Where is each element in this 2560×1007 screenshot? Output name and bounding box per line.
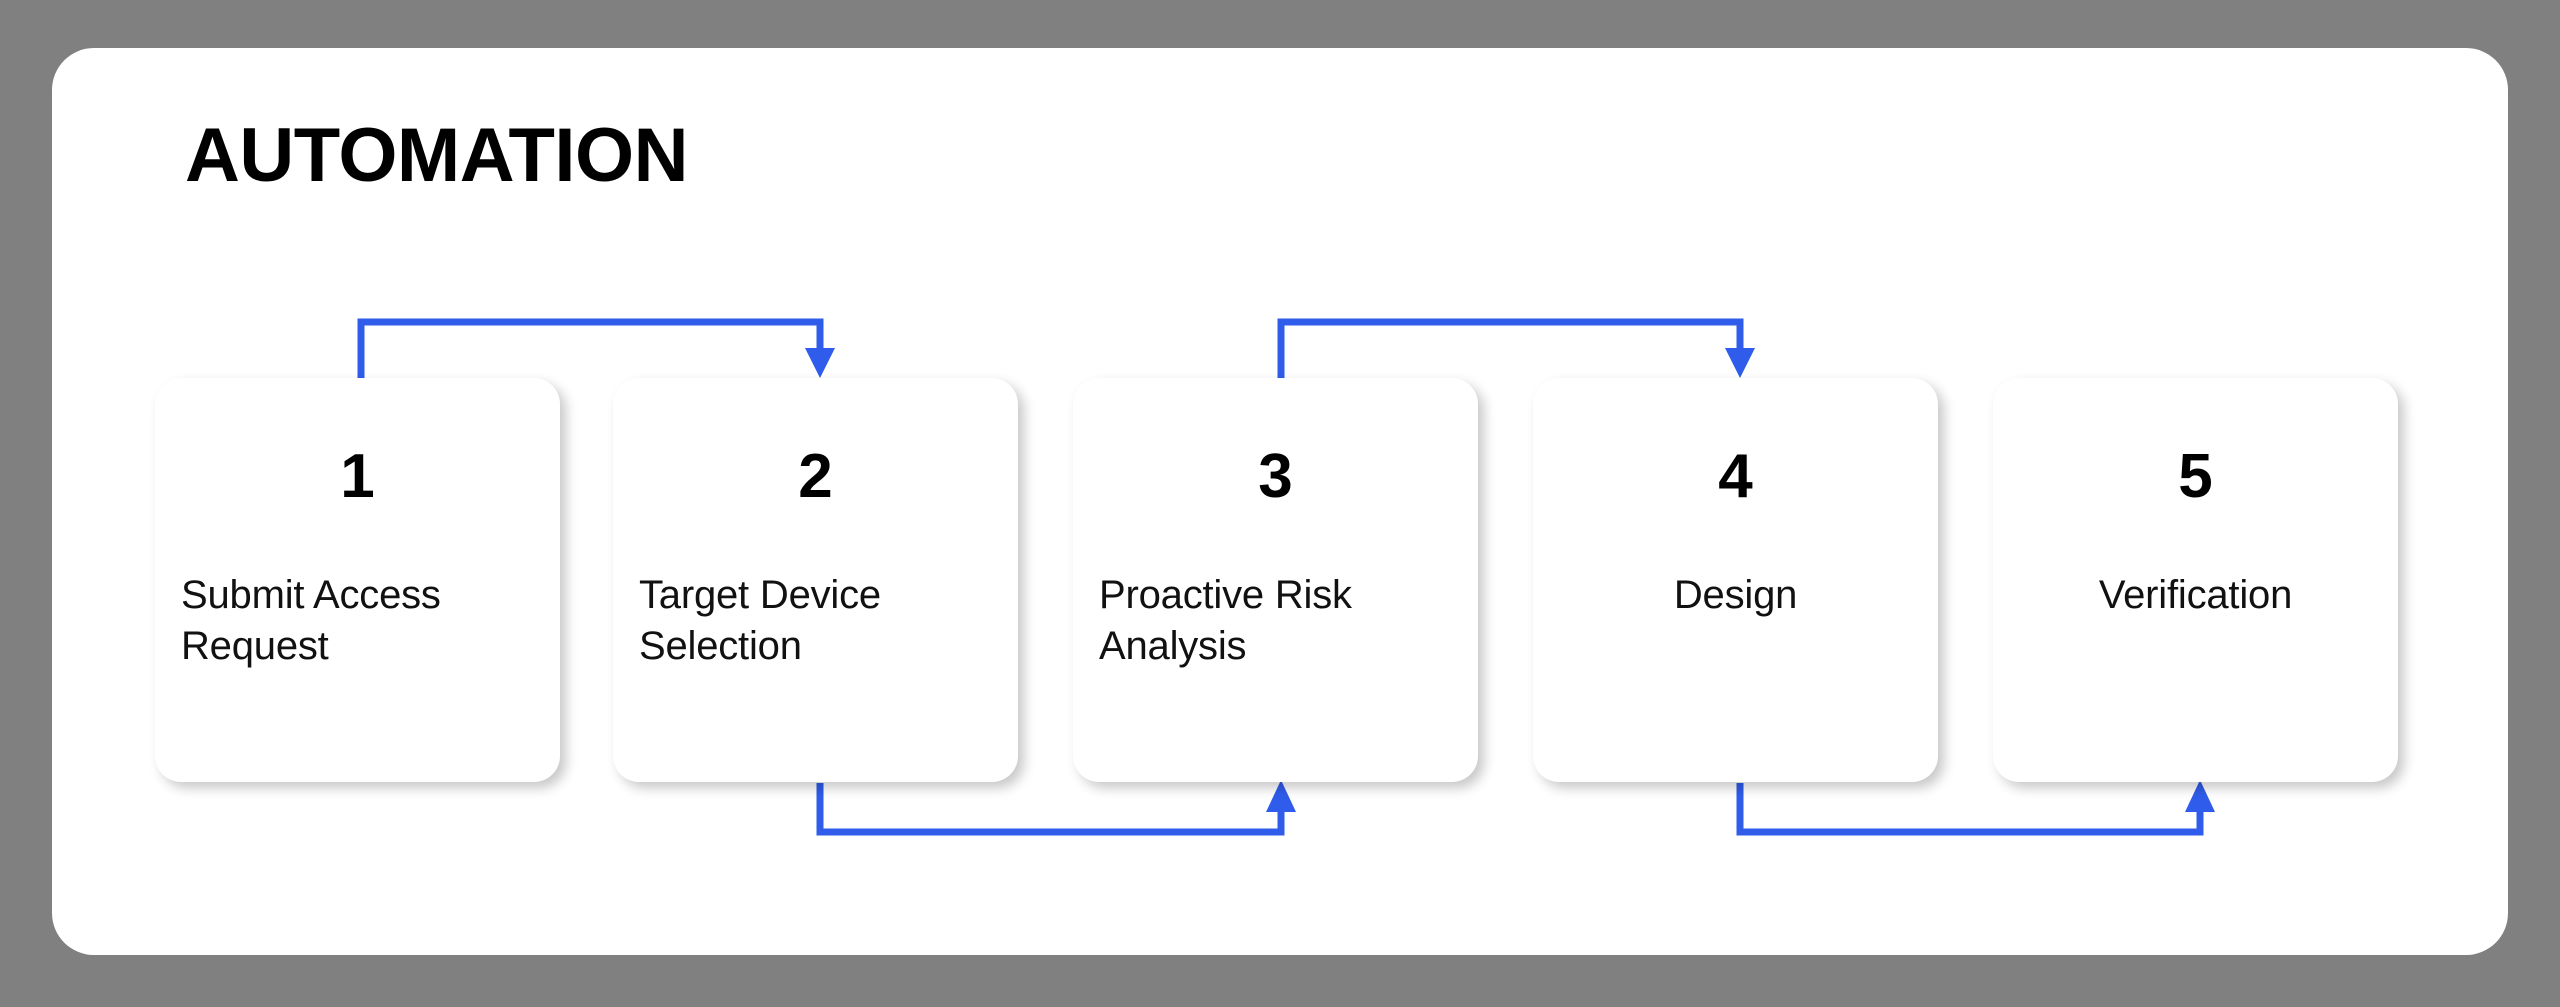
step-card-1[interactable]: 1 Submit Access Request (155, 378, 560, 782)
step-card-5[interactable]: 5 Verification (1993, 378, 2398, 782)
step-label: Target Device Selection (639, 573, 881, 669)
step-card-2[interactable]: 2 Target Device Selection (613, 378, 1018, 782)
step-label: Submit Access Request (181, 573, 441, 669)
step-number: 3 (1258, 442, 1293, 511)
step-card-4[interactable]: 4 Design (1533, 378, 1938, 782)
step-number: 5 (2178, 442, 2213, 511)
step-number: 2 (798, 442, 833, 511)
page-title: AUTOMATION (185, 113, 689, 198)
step-label: Proactive Risk Analysis (1099, 573, 1352, 669)
step-card-3[interactable]: 3 Proactive Risk Analysis (1073, 378, 1478, 782)
step-label: Verification (2098, 573, 2293, 617)
step-number: 4 (1718, 442, 1753, 511)
step-label: Design (1673, 573, 1798, 617)
step-number: 1 (340, 442, 375, 511)
